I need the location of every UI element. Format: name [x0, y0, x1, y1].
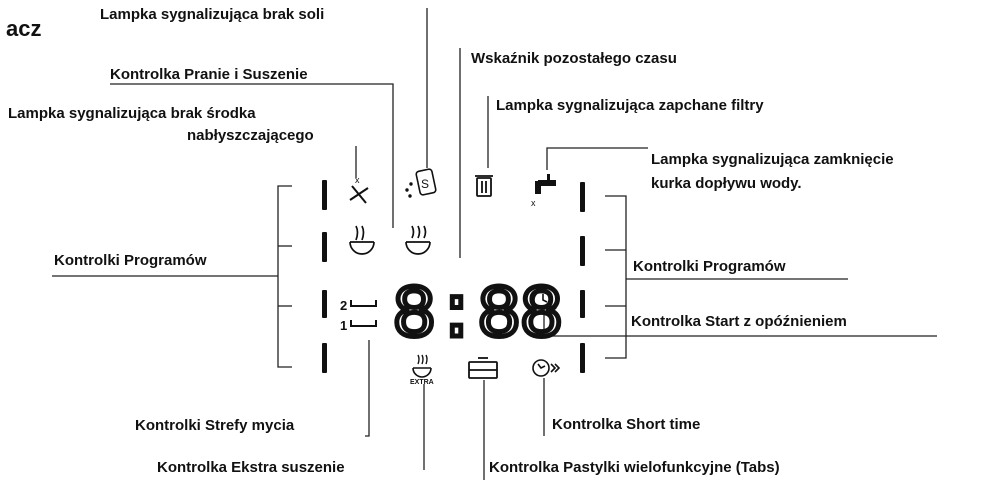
- program-bar-left-4: [322, 343, 327, 373]
- time-digits-text: 8:88: [392, 275, 562, 359]
- program-bar-right-3: [580, 290, 585, 318]
- dry-icon: [405, 225, 431, 255]
- zone-1-bracket: [350, 320, 377, 327]
- label-short-time: Kontrolka Short time: [552, 416, 701, 433]
- label-tabs: Kontrolka Pastylki wielofunkcyjne (Tabs): [489, 459, 780, 476]
- label-programs-left: Kontrolki Programów: [54, 252, 207, 269]
- label-filters-lamp: Lampka sygnalizująca zapchane filtry: [496, 97, 764, 114]
- svg-text:x: x: [531, 198, 536, 208]
- label-water-tap-line2: kurka dopływu wody.: [651, 175, 802, 192]
- label-salt-lamp: Lampka sygnalizująca brak soli: [100, 6, 325, 23]
- filters-icon: [475, 175, 493, 197]
- label-water-tap-line1: Lampka sygnalizująca zamknięcie: [651, 151, 894, 168]
- time-digits: 8:88: [390, 273, 567, 362]
- wash-icon: [349, 225, 375, 255]
- label-wash-zones: Kontrolki Strefy mycia: [135, 417, 295, 434]
- leader-zones: [365, 340, 370, 437]
- extra-dry-text: EXTRA: [410, 379, 434, 386]
- page-title: acz: [6, 16, 42, 41]
- leader-water-tap: [546, 147, 648, 170]
- label-wash-dry: Kontrolka Pranie i Suszenie: [110, 66, 308, 83]
- water-tap-icon: x: [531, 174, 556, 208]
- leader-delay-start: [543, 310, 937, 337]
- zone-2-number: 2: [340, 298, 347, 313]
- leader-lines: [52, 8, 937, 480]
- label-delay-start: Kontrolka Start z opóźnieniem: [631, 313, 847, 330]
- program-bar-right-1: [580, 182, 585, 212]
- leader-programs-right: [605, 195, 627, 359]
- salt-icon: S: [405, 168, 437, 198]
- label-extra-dry: Kontrolka Ekstra suszenie: [157, 459, 345, 476]
- leader-wash-dry: [110, 83, 394, 228]
- label-rinse-aid-line2: nabłyszczającego: [187, 127, 314, 144]
- program-bar-left-2: [322, 232, 327, 262]
- svg-text:x: x: [355, 175, 360, 185]
- program-bar-left-1: [322, 180, 327, 210]
- label-programs-right: Kontrolki Programów: [633, 258, 786, 275]
- short-time-icon: [532, 359, 561, 377]
- program-bar-left-3: [322, 290, 327, 318]
- label-time-left: Wskaźnik pozostałego czasu: [471, 50, 677, 67]
- extra-dry-icon: EXTRA: [410, 354, 434, 386]
- svg-text:S: S: [421, 177, 429, 191]
- label-rinse-aid-line1: Lampka sygnalizująca brak środka: [8, 105, 256, 122]
- program-bars: [322, 180, 585, 373]
- zone-2-bracket: [350, 300, 377, 307]
- program-bar-right-4: [580, 343, 585, 373]
- program-bar-right-2: [580, 236, 585, 266]
- zone-1-number: 1: [340, 318, 347, 333]
- tabs-icon: [468, 357, 498, 379]
- rinse-aid-icon: x: [349, 175, 369, 204]
- zone-indicators: 2 1: [340, 298, 377, 333]
- delay-start-icon: [533, 290, 557, 310]
- leader-programs-left: [277, 185, 292, 368]
